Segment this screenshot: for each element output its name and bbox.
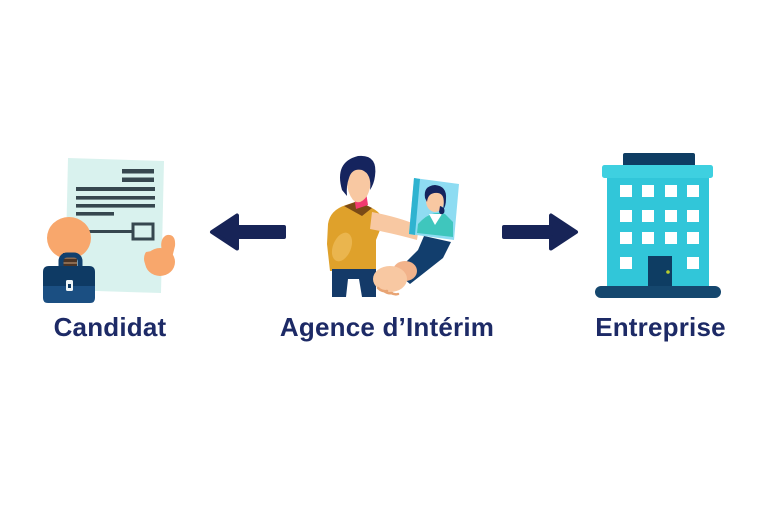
building-cornice [602, 165, 713, 178]
arrow-right-icon [502, 213, 578, 251]
thumb-hand-icon [144, 234, 176, 276]
cv-text-lines [76, 169, 155, 233]
cv-sheet [65, 158, 164, 293]
briefcase-icon [43, 252, 95, 303]
node-label-agence-interim: Agence d’Intérim [279, 312, 495, 342]
cv-checkbox [131, 222, 155, 241]
arrow-left-icon [210, 213, 286, 251]
candidate-photo-card [409, 178, 459, 240]
node-label-entreprise: Entreprise [595, 312, 726, 342]
clasped-hands [373, 261, 417, 296]
node-label-candidat: Candidat [53, 312, 167, 342]
cv-document-icon [43, 158, 176, 303]
recruiter-figure [327, 155, 419, 297]
door-handle [666, 270, 670, 274]
handshake-icon [327, 155, 459, 297]
fist-hand-icon [47, 217, 91, 259]
building-icon [595, 153, 721, 298]
building-base [595, 286, 721, 298]
building-rooftop [623, 153, 695, 167]
building-windows [620, 185, 699, 269]
